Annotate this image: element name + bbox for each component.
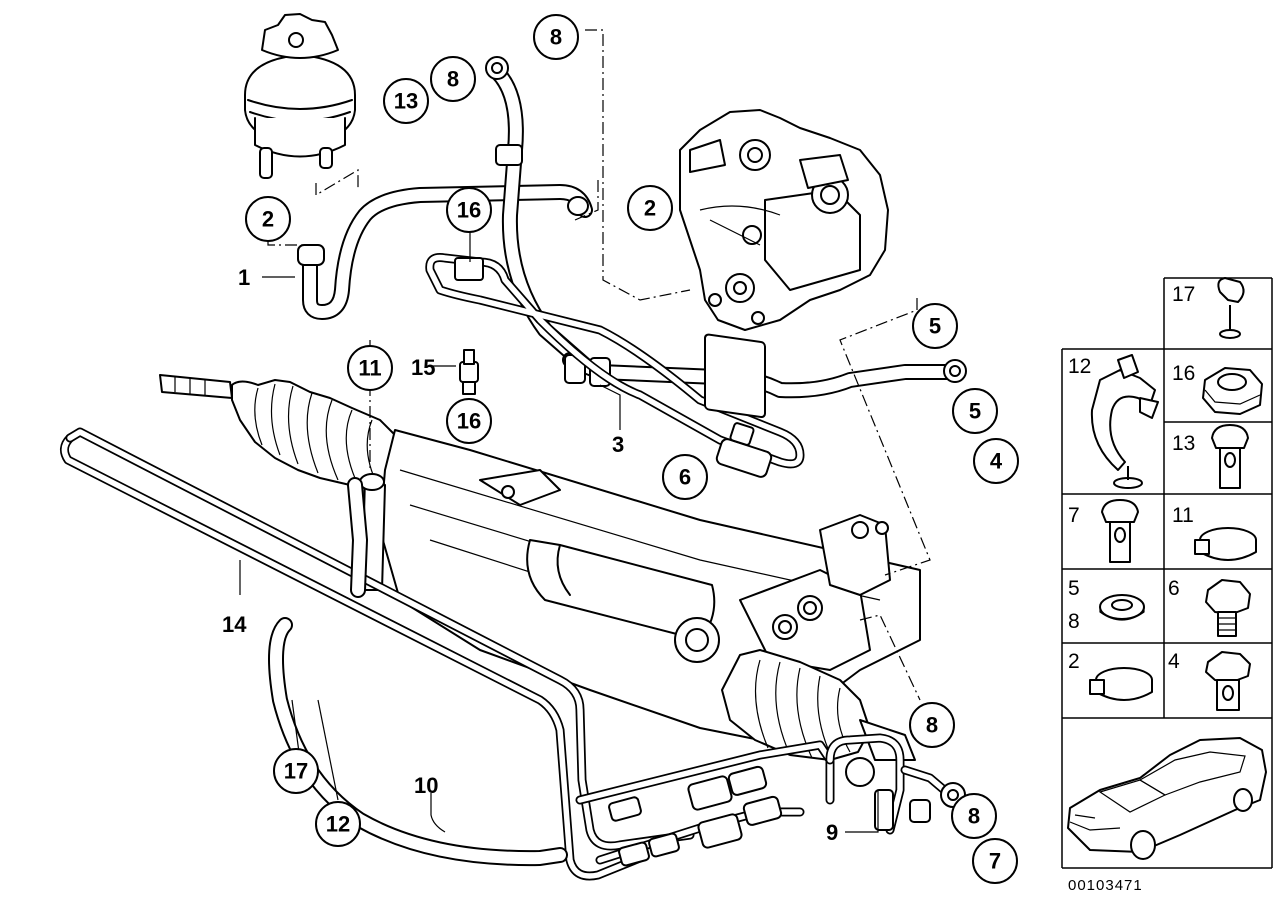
label-1: 1 xyxy=(238,265,250,290)
svg-text:6: 6 xyxy=(679,465,691,490)
callout-13: 13 xyxy=(383,78,429,124)
legend-label-8: 8 xyxy=(1068,610,1080,633)
svg-text:11: 11 xyxy=(358,356,381,381)
svg-text:16: 16 xyxy=(457,409,481,434)
callout-8-low: 8 xyxy=(951,793,997,839)
callout-5-lower: 5 xyxy=(952,388,998,434)
hex-bolt-icon xyxy=(1205,579,1251,637)
svg-text:2: 2 xyxy=(644,196,656,221)
callout-16-upper: 16 xyxy=(446,187,492,233)
callout-11: 11 xyxy=(347,345,393,391)
document-id: 00103471 xyxy=(1068,877,1143,894)
label-10: 10 xyxy=(414,773,438,798)
svg-text:5: 5 xyxy=(929,314,941,339)
callout-6: 6 xyxy=(662,454,708,500)
label-9: 9 xyxy=(826,820,838,845)
legend-label-17: 17 xyxy=(1172,283,1195,306)
callout-12: 12 xyxy=(315,801,361,847)
seal-ring-icon xyxy=(1099,594,1145,621)
callout-16-lower: 16 xyxy=(446,398,492,444)
legend-label-5: 5 xyxy=(1068,577,1080,600)
svg-text:5: 5 xyxy=(969,399,981,424)
legend-label-12: 12 xyxy=(1068,355,1091,378)
svg-text:4: 4 xyxy=(990,449,1003,474)
clamp-icon xyxy=(1217,277,1245,339)
svg-text:17: 17 xyxy=(284,759,308,784)
callout-2-right: 2 xyxy=(627,185,673,231)
hex-nut-icon xyxy=(1202,367,1263,415)
svg-text:8: 8 xyxy=(447,67,459,92)
callout-5-upper: 5 xyxy=(912,303,958,349)
label-14: 14 xyxy=(222,612,247,637)
callout-2-left: 2 xyxy=(245,196,291,242)
callout-8-left: 8 xyxy=(430,56,476,102)
callout-4: 4 xyxy=(973,438,1019,484)
svg-text:8: 8 xyxy=(550,25,562,50)
legend-label-11: 11 xyxy=(1172,504,1194,527)
label-3: 3 xyxy=(612,432,624,457)
svg-text:2: 2 xyxy=(262,207,274,232)
label-15: 15 xyxy=(411,355,435,380)
hose-clamp-icon xyxy=(1194,527,1257,561)
svg-text:16: 16 xyxy=(457,198,481,223)
fluid-reservoir xyxy=(244,13,356,179)
legend-label-7: 7 xyxy=(1068,504,1080,527)
banjo-bolt-icon xyxy=(1211,424,1249,489)
svg-text:8: 8 xyxy=(926,713,938,738)
legend-label-6: 6 xyxy=(1168,577,1180,600)
banjo-bolt-icon xyxy=(1205,651,1251,711)
parts-legend: 17 12 16 13 7 xyxy=(1061,277,1273,869)
legend-label-16: 16 xyxy=(1172,362,1195,385)
return-lines xyxy=(60,427,966,881)
callout-8-mid: 8 xyxy=(909,702,955,748)
legend-label-2: 2 xyxy=(1068,650,1080,673)
svg-text:12: 12 xyxy=(326,812,350,837)
steering-gear-rack xyxy=(159,374,921,787)
leader-lines xyxy=(239,29,931,833)
banjo-bolt-icon xyxy=(1101,499,1139,563)
callout-8-top: 8 xyxy=(533,14,579,60)
hose-clamp-icon xyxy=(1089,667,1153,701)
car-icon xyxy=(1067,737,1267,860)
callout-7: 7 xyxy=(972,838,1018,884)
callout-17: 17 xyxy=(273,748,319,794)
bracket-holder-icon xyxy=(1090,354,1159,489)
svg-text:7: 7 xyxy=(989,849,1001,874)
svg-text:13: 13 xyxy=(394,89,418,114)
steering-pump xyxy=(679,109,889,419)
pressure-switch xyxy=(459,349,479,395)
svg-text:8: 8 xyxy=(968,804,980,829)
legend-label-13: 13 xyxy=(1172,432,1195,455)
legend-label-4: 4 xyxy=(1168,650,1180,673)
